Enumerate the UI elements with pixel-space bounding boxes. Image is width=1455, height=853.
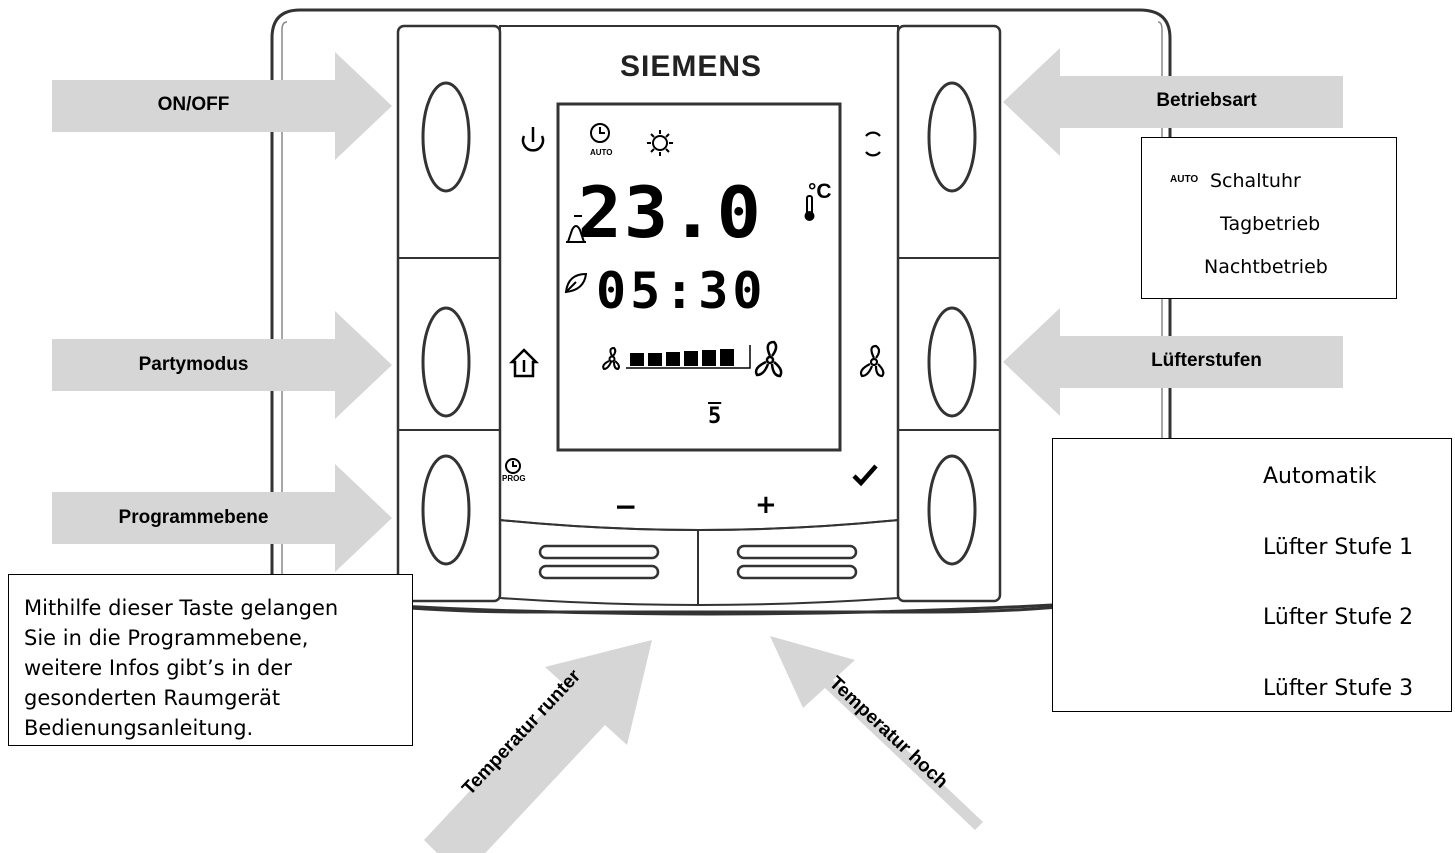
lcd-temperature-unit: °C: [808, 180, 832, 203]
lcd-fan-bar: [626, 345, 751, 369]
lcd-leaf-icon: [564, 272, 588, 294]
lcd-fan-large-icon: [754, 340, 783, 378]
arrow-fan: [1003, 308, 1343, 416]
plus-key-slots: [736, 544, 858, 580]
prog-label: PROG: [502, 474, 526, 483]
legend-schaltuhr: Schaltuhr: [1210, 170, 1301, 192]
lcd-auto-label: AUTO: [590, 148, 613, 157]
mode-cycle-icon: [865, 131, 881, 157]
note-line: Mithilfe dieser Taste gelangen: [24, 596, 339, 620]
right-button-column: [896, 24, 1002, 603]
label-party: Partymodus: [138, 354, 249, 375]
arrows: [52, 48, 1343, 853]
label-mode: Betriebsart: [1156, 90, 1257, 111]
plus-label: +: [755, 490, 777, 520]
left-button-column: [396, 24, 502, 603]
fan-button: [927, 306, 977, 418]
arrow-temp-up: [770, 636, 983, 830]
power-icon: [521, 127, 545, 152]
lcd-sun-icon: [647, 130, 673, 156]
fan-side-icon: [859, 344, 885, 378]
lcd-bell-icon: [566, 215, 586, 243]
fan-legend-automatik: Automatik: [1263, 464, 1377, 489]
fan-legend-stufe-2: Lüfter Stufe 2: [1263, 605, 1414, 630]
minus-key-slots: [538, 544, 660, 580]
legend-auto-label: AUTO: [1170, 174, 1199, 185]
lcd-temperature: 23.0: [577, 172, 763, 254]
bottom-key-area: [499, 518, 899, 606]
home-party-icon: [508, 348, 540, 378]
arrow-temp-down: [424, 640, 652, 853]
legend-nachtbetrieb: Nachtbetrieb: [1204, 256, 1328, 278]
lcd-time: 05:30: [596, 262, 767, 320]
on-off-button: [421, 81, 471, 193]
fan-legend-stufe-3: Lüfter Stufe 3: [1263, 676, 1414, 701]
lcd-clock-icon: [590, 123, 610, 143]
lcd-fan-small-icon: [602, 346, 620, 371]
party-button: [421, 306, 471, 418]
lcd-fan-indicator: 5: [708, 404, 722, 429]
legend-tagbetrieb: Tagbetrieb: [1220, 213, 1321, 235]
label-on-off: ON/OFF: [157, 94, 230, 115]
minus-label: −: [614, 490, 638, 523]
label-program: Programmebene: [118, 507, 269, 528]
arrow-mode: [1003, 48, 1343, 156]
mode-legend: [1141, 137, 1397, 299]
lcd-thermometer-icon: [804, 195, 815, 221]
arrow-party: [52, 311, 392, 419]
note-line: Sie in die Programmebene,: [24, 626, 309, 650]
program-note: Mithilfe dieser Taste gelangen Sie in di…: [8, 574, 413, 746]
mode-button: [927, 81, 977, 193]
note-line: gesonderten Raumgerät: [24, 686, 281, 710]
prog-clock-icon: [505, 458, 521, 474]
arrow-program: [52, 464, 392, 572]
arrow-on-off: [52, 52, 392, 160]
brand-logo: SIEMENS: [620, 50, 763, 83]
program-button: [421, 454, 471, 566]
fan-legend-stufe-1: Lüfter Stufe 1: [1263, 535, 1414, 560]
confirm-button: [927, 454, 977, 566]
checkmark-icon: [852, 464, 878, 487]
label-fan: Lüfterstufen: [1151, 350, 1262, 371]
fan-legend: [1052, 438, 1452, 712]
lcd-display: [556, 102, 842, 452]
note-line: Bedienungsanleitung.: [24, 716, 254, 740]
note-line: weitere Infos gibt’s in der: [24, 656, 292, 680]
